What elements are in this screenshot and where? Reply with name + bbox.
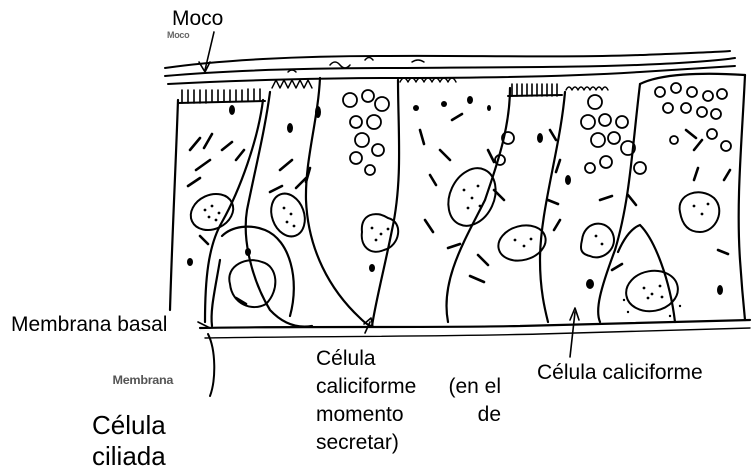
membrana-faded-label: Membrana: [113, 373, 174, 387]
caliciforme-secretar-line2: caliciforme (en el: [316, 373, 501, 401]
ciliated-cell-bracket: [208, 334, 214, 396]
cilia: [178, 78, 608, 103]
celula-ciliada-line2: ciliada: [92, 441, 166, 472]
celula-ciliada-label: Célula ciliada: [92, 410, 166, 472]
organelles: [188, 114, 730, 304]
basal-membrane: [200, 320, 750, 338]
caliciforme-secretar-line3b: de: [478, 401, 501, 429]
celula-caliciforme-label: Célula caliciforme: [537, 361, 703, 385]
caliciforme-secretar-line4: secretar): [316, 429, 501, 457]
caliciforme-secretar-line1: Célula: [316, 345, 501, 373]
mucus-granules: [343, 83, 731, 175]
celula-caliciforme-secretar-label: Célula caliciforme (en el momento de sec…: [316, 345, 501, 457]
caliciforme-secretar-line2a: caliciforme: [316, 373, 416, 401]
nuclei: [185, 161, 719, 316]
nucleus-stipple: [204, 185, 710, 318]
caliciforme-secretar-line2b: (en el: [448, 373, 501, 401]
celula-ciliada-line1: Célula: [92, 410, 166, 441]
moco-label: Moco: [172, 7, 223, 31]
moco-faded-label: Moco: [167, 30, 189, 40]
membrana-basal-label: Membrana basal: [11, 313, 167, 337]
cell-outlines: [170, 74, 745, 327]
caliciforme-secretar-line3: momento de: [316, 401, 501, 429]
caliciforme-secretar-line3a: momento: [316, 401, 404, 429]
